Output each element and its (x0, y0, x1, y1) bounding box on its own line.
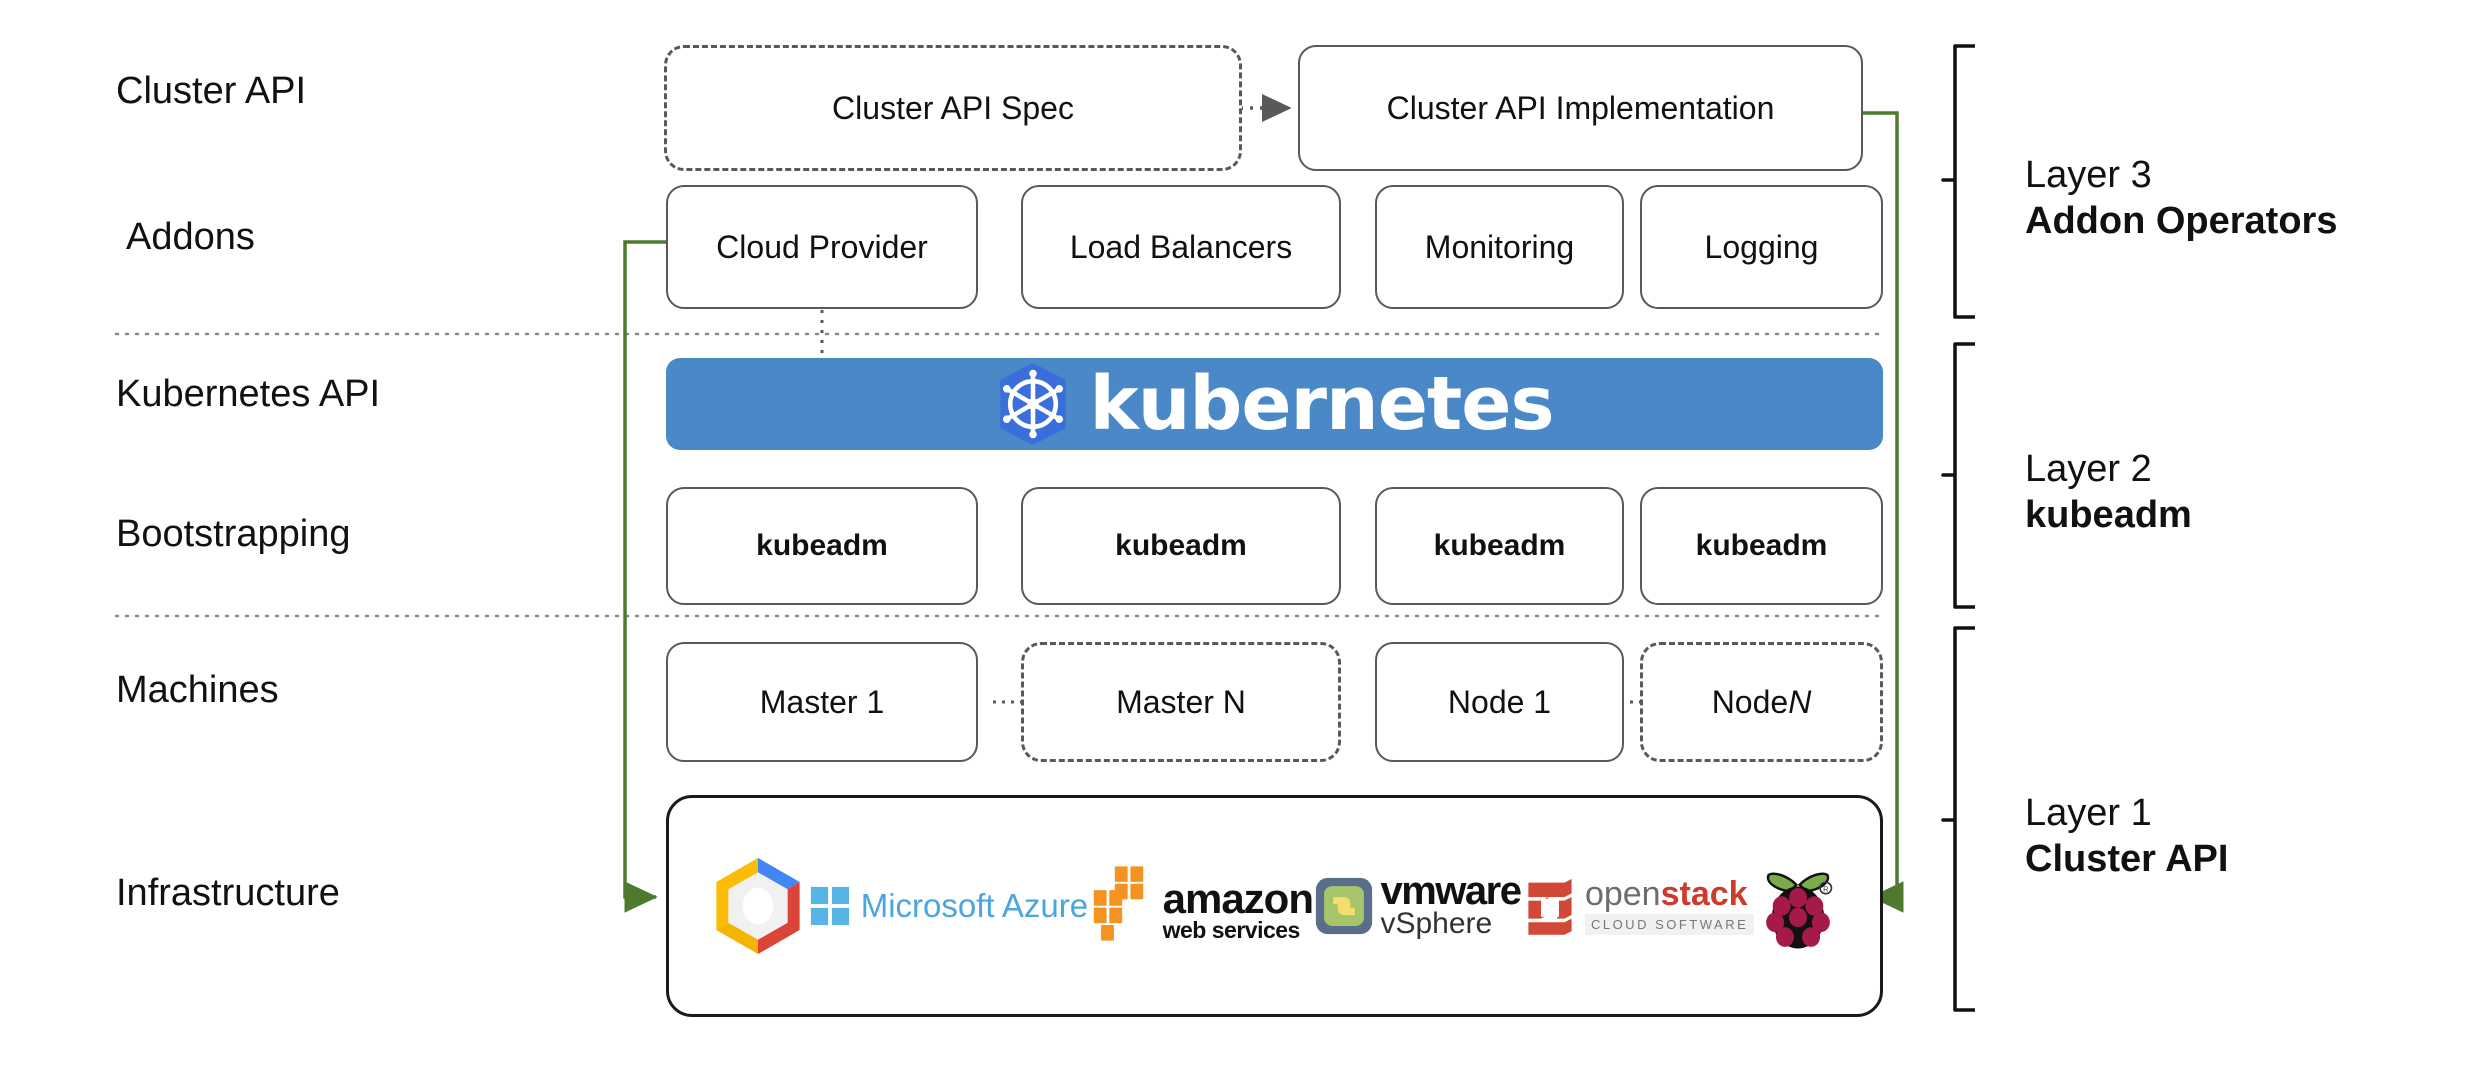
node-label: Master N (1116, 683, 1246, 720)
openstack-logo: openstack CLOUD SOFTWARE (1523, 875, 1755, 935)
layer-2-line2: kubeadm (2025, 494, 2192, 537)
openstack-wordmark-open: open (1584, 875, 1661, 913)
microsoft-azure-logo: Microsoft Azure (809, 885, 1088, 927)
google-cloud-platform-logo (710, 854, 806, 958)
kubernetes-banner: kubernetes (666, 358, 1883, 450)
node-load-balancers[interactable]: Load Balancers (1021, 185, 1341, 309)
aws-wordmark: amazon (1162, 875, 1314, 923)
node-label: Node (1711, 683, 1789, 720)
node-cloud-provider[interactable]: Cloud Provider (666, 185, 978, 309)
amazon-web-services-logo: amazon web services (1091, 866, 1314, 943)
layer-1-line1: Layer 1 (2025, 792, 2152, 834)
bracket-layer-1 (1941, 626, 1975, 1012)
node-label: Node 1 (1447, 683, 1552, 720)
row-label-cluster-api: Cluster API (116, 70, 307, 112)
openstack-wordmark-stack: stack (1660, 875, 1748, 913)
node-kubeadm-1[interactable]: kubeadm (666, 487, 978, 605)
aws-sub-wordmark: web services (1162, 916, 1301, 943)
node-master-1[interactable]: Master 1 (666, 642, 978, 762)
openstack-sub-wordmark: CLOUD SOFTWARE (1584, 914, 1755, 935)
vmware-wordmark: vmware (1380, 869, 1521, 913)
azure-wordmark: Microsoft Azure (860, 887, 1089, 924)
layer-1-line2: Cluster API (2025, 838, 2229, 881)
node-master-n[interactable]: Master N (1021, 642, 1341, 762)
node-label-italic: N (1788, 683, 1812, 720)
layer-3-line2: Addon Operators (2025, 200, 2338, 243)
bracket-layer-3 (1941, 44, 1975, 319)
node-label: Load Balancers (1069, 228, 1293, 265)
node-label: Logging (1704, 228, 1819, 265)
node-label: kubeadm (1695, 529, 1828, 562)
node-label: kubeadm (1433, 529, 1566, 562)
node-node-1[interactable]: Node 1 (1375, 642, 1624, 762)
node-logging[interactable]: Logging (1640, 185, 1883, 309)
arrow-implementation-to-infrastructure (1862, 111, 1904, 913)
node-kubeadm-2[interactable]: kubeadm (1021, 487, 1341, 605)
node-label: Cluster API Spec (832, 89, 1074, 126)
arrow-cloudprovider-to-infrastructure (623, 240, 668, 913)
node-infrastructure-container[interactable]: Microsoft Azure amazon web ser (666, 795, 1883, 1017)
raspberry-pi-logo: R (1757, 857, 1839, 955)
layer-3-line1: Layer 3 (2025, 154, 2152, 196)
row-label-addons: Addons (126, 216, 255, 258)
vmware-vsphere-logo: vmware vSphere (1315, 869, 1522, 940)
node-kubeadm-4[interactable]: kubeadm (1640, 487, 1883, 605)
node-kubeadm-3[interactable]: kubeadm (1375, 487, 1624, 605)
kubernetes-wordmark: kubernetes (1089, 361, 1554, 447)
layer-2-line1: Layer 2 (2025, 448, 2152, 490)
svg-text:R: R (1823, 884, 1828, 893)
node-node-n[interactable]: Node N (1640, 642, 1883, 762)
node-label: Cloud Provider (716, 228, 928, 265)
node-monitoring[interactable]: Monitoring (1375, 185, 1624, 309)
node-label: Monitoring (1424, 228, 1575, 265)
row-label-kubernetes-api: Kubernetes API (116, 373, 381, 415)
node-cluster-api-spec[interactable]: Cluster API Spec (664, 45, 1242, 171)
bracket-layer-2 (1941, 342, 1975, 609)
row-label-machines: Machines (116, 669, 279, 711)
row-label-bootstrapping: Bootstrapping (116, 513, 351, 555)
kubernetes-helm-wheel-icon (995, 361, 1071, 447)
layer-3-label: Layer 3 Addon Operators (2025, 152, 2337, 245)
row-label-infrastructure: Infrastructure (116, 872, 340, 914)
node-cluster-api-implementation[interactable]: Cluster API Implementation (1298, 45, 1863, 171)
layer-1-label: Layer 1 Cluster API (2025, 790, 2228, 883)
node-label: Master 1 (759, 683, 885, 720)
vsphere-sub-wordmark: vSphere (1380, 907, 1493, 940)
node-label: kubeadm (756, 529, 888, 562)
layer-2-label: Layer 2 kubeadm (2025, 446, 2192, 539)
node-label: kubeadm (1115, 529, 1247, 562)
node-label: Cluster API Implementation (1386, 89, 1775, 126)
